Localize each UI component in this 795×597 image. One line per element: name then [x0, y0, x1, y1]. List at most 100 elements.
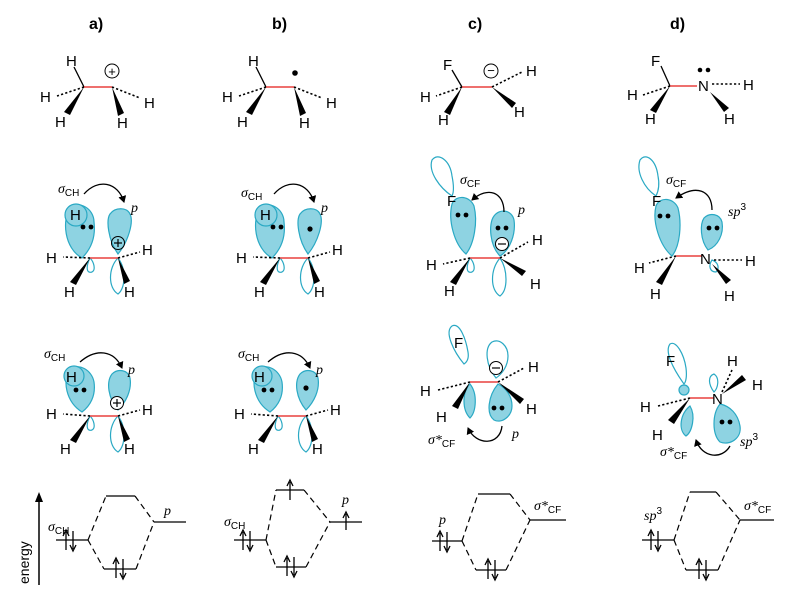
- energy-right-label: p: [341, 493, 349, 508]
- panel-letter-b: b): [272, 16, 287, 33]
- svg-text:H: H: [743, 77, 754, 94]
- svg-text:H: H: [332, 242, 343, 259]
- charge-circle: [104, 63, 120, 79]
- energy-left-label: σCH: [48, 520, 69, 537]
- orbital-c-lower: F H H H H σ*CF p: [420, 324, 539, 450]
- svg-text:H: H: [438, 112, 449, 129]
- energy-diagram-a: σCH p: [48, 495, 186, 581]
- svg-text:H: H: [70, 207, 81, 224]
- svg-text:H: H: [40, 89, 51, 106]
- energy-right-label: σ*CF: [744, 499, 771, 516]
- orbital-a-lower: H H H H H σCH p: [44, 347, 153, 458]
- wedge-bond: [64, 87, 84, 115]
- svg-text:H: H: [727, 353, 738, 370]
- svg-text:H: H: [234, 406, 245, 423]
- svg-text:H: H: [55, 114, 66, 131]
- svg-text:F: F: [454, 335, 463, 352]
- structure-b: H H H H H: [222, 53, 337, 132]
- svg-text:H: H: [124, 284, 135, 301]
- svg-text:H: H: [64, 284, 75, 301]
- panel-letter-c: c): [468, 16, 482, 33]
- svg-text:H: H: [260, 207, 271, 224]
- svg-text:H: H: [66, 369, 77, 386]
- svg-text:H: H: [436, 409, 447, 426]
- orbital-b-lower: H H H H H σCH p: [234, 347, 341, 458]
- svg-text:H: H: [530, 276, 541, 293]
- svg-text:H: H: [627, 87, 638, 104]
- svg-text:H: H: [444, 283, 455, 300]
- svg-text:H: H: [222, 89, 233, 106]
- svg-text:H: H: [752, 377, 763, 394]
- svg-text:F: F: [651, 53, 660, 70]
- structure-d: F H H N H H: [627, 53, 754, 128]
- wedge-bond: [112, 87, 124, 116]
- svg-text:H: H: [142, 242, 153, 259]
- axis-label-energy: energy: [16, 541, 32, 584]
- svg-text:H: H: [634, 260, 645, 277]
- svg-text:H: H: [528, 359, 539, 376]
- acceptor-label: p: [517, 203, 525, 218]
- orbital-a-middle: H H H H H σCH p: [46, 182, 153, 301]
- svg-text:N: N: [698, 78, 709, 95]
- svg-text:H: H: [254, 284, 265, 301]
- svg-text:F: F: [443, 57, 452, 74]
- donor-label: σCH: [241, 186, 262, 203]
- orbital-c-middle: F H H H H σCF p: [426, 156, 543, 300]
- svg-text:H: H: [236, 250, 247, 267]
- structure-a: H H H H H +: [40, 53, 155, 132]
- svg-text:H: H: [745, 253, 756, 270]
- svg-text:H: H: [526, 401, 537, 418]
- svg-text:H: H: [526, 63, 537, 80]
- svg-text:H: H: [645, 111, 656, 128]
- svg-text:H: H: [420, 383, 431, 400]
- svg-text:H: H: [66, 53, 77, 70]
- svg-text:H: H: [724, 111, 735, 128]
- donor-label: σCF: [460, 173, 480, 190]
- svg-text:F: F: [447, 193, 456, 210]
- svg-text:F: F: [652, 193, 661, 210]
- svg-text:H: H: [46, 250, 57, 267]
- acceptor-label: sp3: [740, 432, 758, 450]
- donor-label: σCH: [238, 347, 259, 364]
- acceptor-label: p: [127, 363, 135, 378]
- energy-diagram-b: σCH p: [224, 478, 362, 579]
- svg-text:H: H: [124, 441, 135, 458]
- acceptor-label: p: [511, 427, 519, 442]
- donor-label: σCH: [44, 347, 65, 364]
- orbital-b-middle: H H H H H σCH p: [236, 183, 343, 301]
- svg-text:H: H: [650, 286, 661, 303]
- energy-right-label: p: [163, 504, 171, 519]
- svg-text:H: H: [248, 53, 259, 70]
- svg-text:H: H: [117, 115, 128, 132]
- svg-text:H: H: [60, 441, 71, 458]
- svg-text:H: H: [514, 104, 525, 121]
- svg-text:H: H: [144, 95, 155, 112]
- panel-letter-d: d): [670, 16, 685, 33]
- energy-left-label: sp3: [644, 506, 662, 524]
- svg-text:H: H: [330, 402, 341, 419]
- donor-label: σCH: [58, 182, 79, 199]
- energy-axis: energy: [16, 492, 43, 585]
- svg-text:−: −: [487, 63, 495, 78]
- svg-text:N: N: [712, 391, 723, 408]
- svg-text:H: H: [420, 89, 431, 106]
- svg-text:H: H: [314, 284, 325, 301]
- acceptor-label: p: [315, 363, 323, 378]
- acceptor-label: sp3: [728, 202, 746, 220]
- svg-text:H: H: [248, 441, 259, 458]
- svg-text:H: H: [46, 406, 57, 423]
- svg-text:H: H: [426, 257, 437, 274]
- svg-text:H: H: [652, 427, 663, 444]
- acceptor-label: p: [130, 201, 138, 216]
- svg-text:H: H: [299, 115, 310, 132]
- charge-sign: +: [108, 64, 116, 79]
- svg-text:H: H: [254, 369, 265, 386]
- svg-text:H: H: [326, 95, 337, 112]
- svg-text:H: H: [237, 114, 248, 131]
- svg-text:H: H: [142, 402, 153, 419]
- energy-diagram-c: p σ*CF: [432, 493, 566, 582]
- svg-text:H: H: [312, 441, 323, 458]
- svg-text:F: F: [666, 353, 675, 370]
- donor-label: σ*CF: [660, 445, 687, 462]
